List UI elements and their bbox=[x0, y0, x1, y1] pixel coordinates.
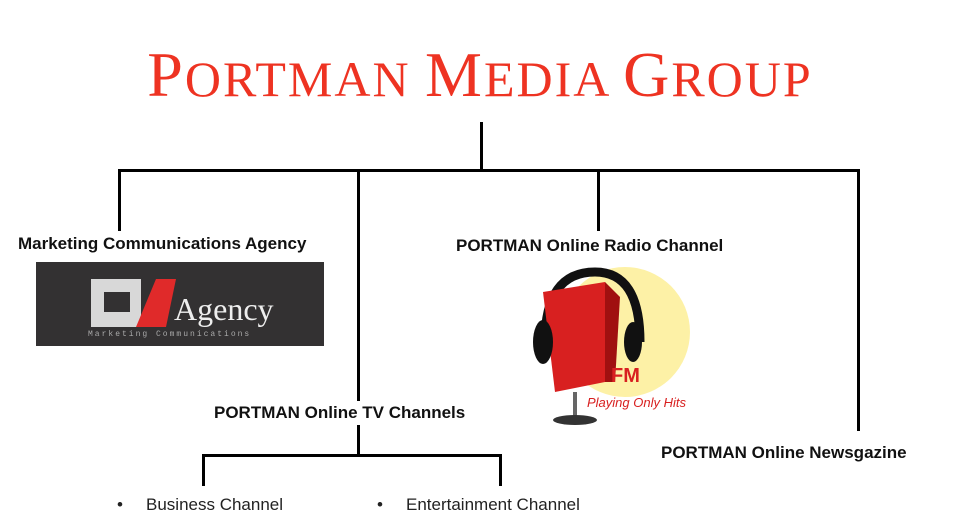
connector bbox=[857, 169, 860, 431]
connector bbox=[118, 169, 121, 231]
pfm-logo: FM Playing Only Hits bbox=[515, 262, 705, 437]
da-agency-logo: Agency Marketing Communications bbox=[36, 262, 324, 346]
connector bbox=[118, 169, 860, 172]
radio-label: PORTMAN Online Radio Channel bbox=[456, 236, 724, 255]
svg-text:FM: FM bbox=[611, 365, 640, 387]
connector bbox=[597, 169, 600, 231]
agency-label: Marketing Communications Agency bbox=[18, 234, 307, 253]
channel-item-business: •Business Channel bbox=[117, 495, 284, 514]
connector bbox=[202, 454, 502, 457]
svg-text:Agency: Agency bbox=[174, 291, 274, 327]
tv-label: PORTMAN Online TV Channels bbox=[214, 403, 466, 422]
channel-item-entertainment: •Entertainment Channel bbox=[377, 495, 580, 514]
connector bbox=[357, 169, 360, 401]
connector bbox=[480, 122, 483, 172]
connector bbox=[357, 425, 360, 456]
svg-text:Marketing Communications: Marketing Communications bbox=[88, 330, 251, 339]
connector bbox=[499, 454, 502, 486]
da-logo-icon: Agency Marketing Communications bbox=[88, 279, 274, 339]
svg-text:Playing Only Hits: Playing Only Hits bbox=[587, 395, 686, 410]
connector bbox=[202, 454, 205, 486]
pfm-logo-icon: FM Playing Only Hits bbox=[533, 267, 690, 425]
page-title: PORTMAN MEDIA GROUP bbox=[147, 39, 813, 110]
news-label: PORTMAN Online Newsgazine bbox=[661, 443, 907, 462]
